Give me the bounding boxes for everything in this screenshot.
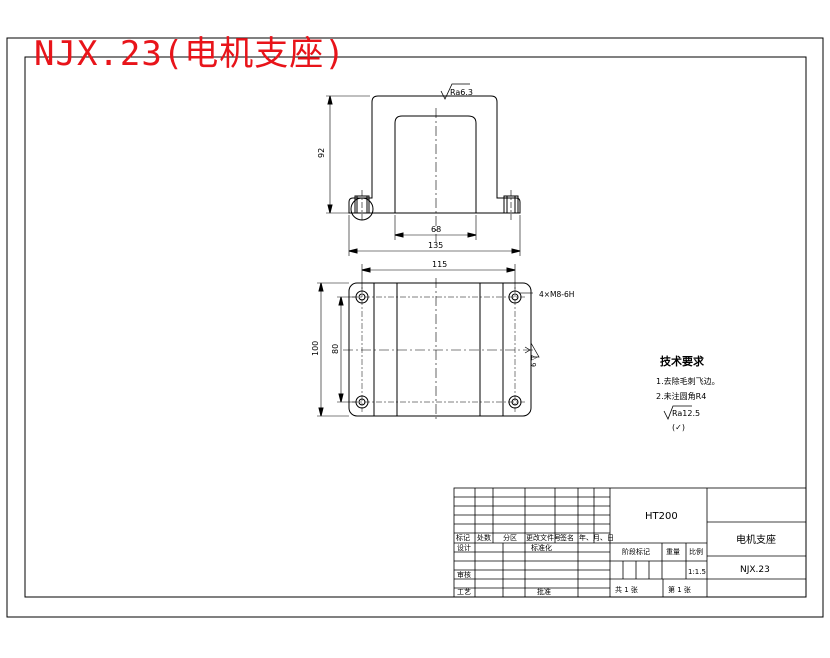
tech-req-roughness: Ra12.5 xyxy=(672,409,700,418)
dim-hole-spacing-115: 115 xyxy=(432,260,447,269)
tb-header-date: 年、月、日 xyxy=(579,533,614,542)
tech-req-roughness-symbol xyxy=(663,405,692,420)
tb-sheet-no: 第 1 张 xyxy=(668,585,691,594)
tb-stage-mark: 阶段标记 xyxy=(622,547,650,556)
tb-review: 审核 xyxy=(457,570,471,579)
dim-overall-width-135: 135 xyxy=(428,241,443,250)
dim-inner-80: 80 xyxy=(331,344,340,354)
tb-scale: 1:1.5 xyxy=(688,568,706,576)
tb-approve: 批准 xyxy=(537,587,551,596)
tb-header-change-doc: 更改文件号 xyxy=(526,533,561,542)
drawing-title: NJX.23(电机支座) xyxy=(34,34,346,74)
title-block xyxy=(453,487,807,598)
tech-req-heading: 技术要求 xyxy=(660,354,705,368)
tb-header-signature: 签名 xyxy=(560,533,574,542)
tb-header-count: 处数 xyxy=(477,533,491,542)
front-view xyxy=(326,83,521,256)
inner-frame xyxy=(24,56,807,598)
tb-standardize: 标准化 xyxy=(531,543,552,552)
tb-ratio: 比例 xyxy=(689,547,703,556)
outer-frame xyxy=(6,37,824,618)
front-roughness-label: Ra6.3 xyxy=(450,88,473,97)
dim-holes-m8: 4×M8-6H xyxy=(539,290,574,299)
tech-req-paren: (✓) xyxy=(672,423,685,432)
tb-part-name: 电机支座 xyxy=(736,533,776,546)
dim-height-92: 92 xyxy=(317,148,326,158)
dim-overall-100: 100 xyxy=(311,341,320,356)
tech-req-item1: 1.去除毛刺飞边。 xyxy=(656,376,720,386)
dim-side-6: 6 ▽ xyxy=(530,354,538,367)
tb-header-mark: 标记 xyxy=(456,533,470,542)
tb-design: 设计 xyxy=(457,543,471,552)
tb-drawing-no: NJX.23 xyxy=(740,565,770,575)
tb-process: 工艺 xyxy=(457,588,471,596)
tb-sheets-total: 共 1 张 xyxy=(615,585,638,594)
tb-material: HT200 xyxy=(645,511,678,522)
tech-req-item2: 2.未注圆角R4 xyxy=(656,391,706,401)
tb-weight: 重量 xyxy=(666,548,680,556)
dim-inner-width-68: 68 xyxy=(431,225,441,234)
top-view xyxy=(317,264,540,421)
tb-header-zone: 分区 xyxy=(503,533,517,542)
